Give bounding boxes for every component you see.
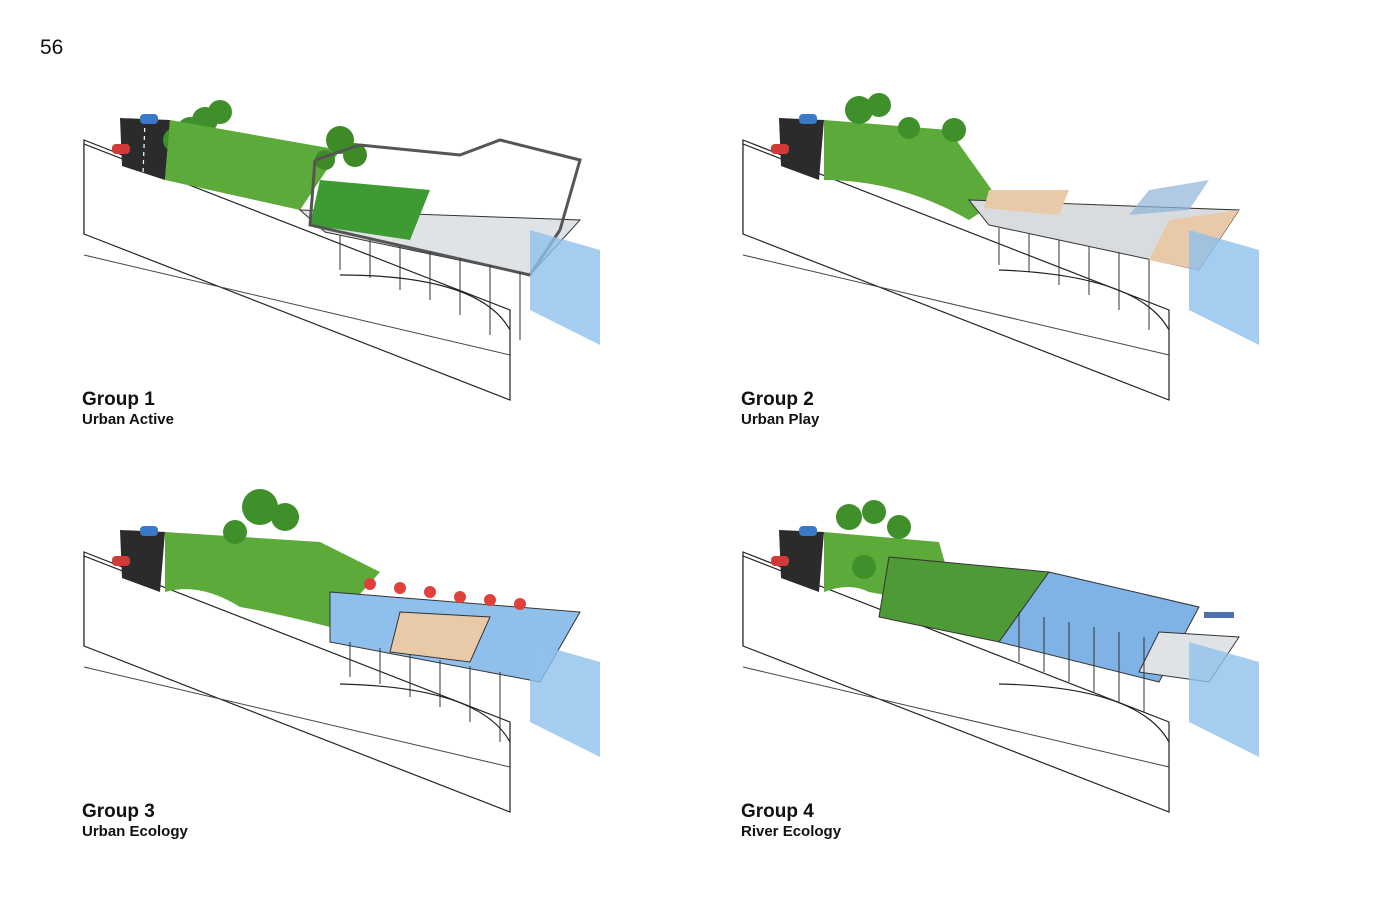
group-title: Group 2 <box>741 389 814 410</box>
slab-front-face <box>83 143 511 401</box>
slab-front-line <box>83 254 511 356</box>
slab-front-face <box>742 143 1170 401</box>
page-number: 56 <box>40 36 64 59</box>
shelter <box>1204 612 1234 618</box>
riverbank-curve <box>339 683 511 743</box>
car-blue-icon <box>140 114 158 124</box>
river-water <box>530 230 600 345</box>
caption-group-4: Group 4 River Ecology <box>741 801 841 841</box>
block-diagram-urban-play <box>742 93 1259 401</box>
car-blue-icon <box>799 526 817 536</box>
panel-group-1: Group 1 Urban Active <box>40 100 640 500</box>
caption-group-2: Group 2 Urban Play <box>741 389 819 429</box>
block-diagram-urban-ecology <box>83 489 600 813</box>
tree-cluster <box>845 93 966 142</box>
group-subtitle: River Ecology <box>741 823 842 840</box>
sports-field <box>310 180 430 240</box>
tree-cluster <box>223 489 299 544</box>
panel-group-2: Group 2 Urban Play <box>699 93 1299 500</box>
road <box>779 118 824 180</box>
slab-front-line <box>83 666 511 768</box>
caption-group-1: Group 1 Urban Active <box>82 389 174 429</box>
river-water <box>530 642 600 757</box>
road <box>120 530 165 592</box>
riverbank-curve <box>339 274 511 331</box>
tree-cluster <box>836 500 911 579</box>
group-title: Group 1 <box>82 389 155 410</box>
lawn <box>165 120 340 210</box>
pier-columns <box>998 228 1150 330</box>
slab-front-line <box>742 254 1170 356</box>
riverbank-curve <box>998 269 1170 331</box>
car-blue-icon <box>799 114 817 124</box>
caption-group-3: Group 3 Urban Ecology <box>82 801 188 841</box>
car-red-icon <box>112 144 130 154</box>
panel-group-4: Group 4 River Ecology <box>699 500 1299 912</box>
road <box>779 530 824 592</box>
slab-front-face <box>83 555 511 813</box>
lawn <box>165 532 380 627</box>
car-red-icon <box>771 556 789 566</box>
tree-cluster <box>315 126 367 170</box>
canopy <box>1129 180 1209 215</box>
group-title: Group 3 <box>82 801 155 822</box>
block-diagram-urban-active <box>83 100 600 401</box>
pavilion-frame <box>314 138 582 231</box>
group-subtitle: Urban Play <box>741 411 820 428</box>
playground-sand <box>984 190 1069 215</box>
group-subtitle: Urban Ecology <box>82 823 188 840</box>
road <box>120 118 170 180</box>
car-red-icon <box>771 144 789 154</box>
slab-front-line <box>742 666 1170 768</box>
pier-columns <box>349 642 501 742</box>
road-marking <box>142 119 146 175</box>
riverbank-curve <box>998 683 1170 743</box>
block-diagram-river-ecology <box>742 500 1259 813</box>
pier-columns <box>1018 612 1145 712</box>
group-subtitle: Urban Active <box>82 411 174 428</box>
car-blue-icon <box>140 526 158 536</box>
lawn <box>824 120 999 220</box>
beach-deck <box>389 611 491 663</box>
pier-columns <box>339 235 521 340</box>
river-water <box>1189 642 1259 757</box>
slab-front-face <box>742 555 1170 813</box>
panel-group-3: Group 3 Urban Ecology <box>40 489 640 912</box>
umbrella-icons <box>364 578 526 610</box>
group-title: Group 4 <box>741 801 814 822</box>
car-red-icon <box>112 556 130 566</box>
river-water <box>1189 230 1259 345</box>
